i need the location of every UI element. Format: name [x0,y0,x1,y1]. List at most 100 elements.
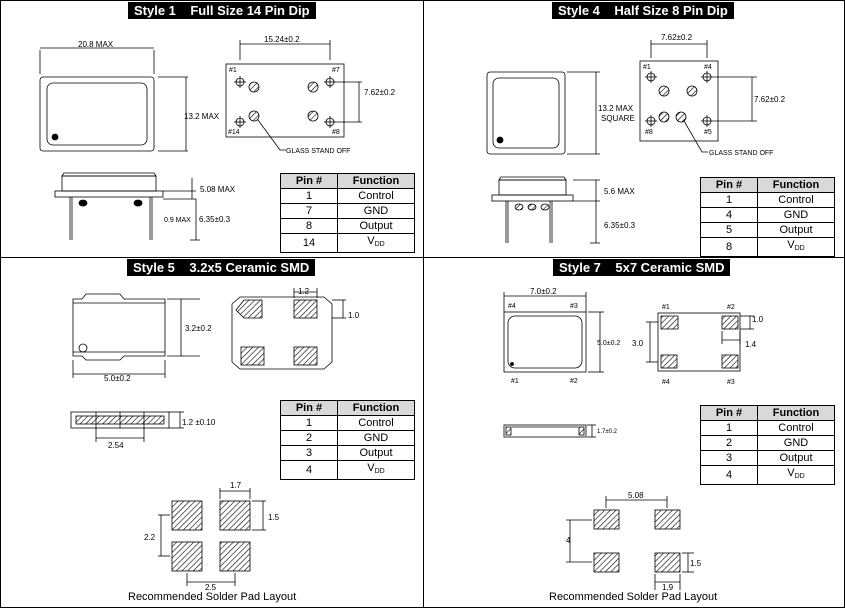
style5-pad-span-v: 2.2 [144,533,156,542]
style5-caption: Recommended Solder Pad Layout [128,591,297,603]
col-pin: Pin # [700,177,758,193]
style1-side-view: 5.08 MAX 0.9 MAX 6.35±0.3 [54,172,236,241]
style7-dim-pad-h: 1.4 [745,340,757,349]
function-cell: GND [757,435,835,451]
style7-pin4-top-label: #4 [508,303,516,310]
style1-top-view: 20.8 MAX 13.2 MAX [39,40,220,152]
function-cell: GND [337,430,415,446]
style5-dim-thick: 1.2 ±0.10 [182,418,216,427]
style7-pad-span-h: 5.08 [628,491,644,500]
table-header-row: Pin #Function [700,177,835,193]
col-pin: Pin # [280,173,338,189]
vdd-label: V [787,467,795,479]
pin-cell: 1 [280,415,338,431]
style5-dim-height: 3.2±0.2 [185,324,212,333]
table-header-row: Pin #Function [280,400,415,416]
style4-dim-pin-span: 7.62±0.2 [661,33,693,42]
style7-dim-thick: 1.7±0.2 [597,429,618,435]
function-cell: VDD [337,460,415,480]
vdd-subscript: DD [794,473,805,480]
style1-dim-standoff: 0.9 MAX [164,217,191,224]
function-cell: VDD [757,237,835,257]
pin-cell: 7 [280,203,338,219]
style1-pin8-label: #8 [332,129,340,136]
style1-panel [0,0,424,258]
style1-dim-pin-span: 15.24±0.2 [264,35,300,44]
style7-solder-pads: 5.08 4 1.5 1.9 [566,491,702,592]
pin-cell: 4 [280,460,338,480]
style7-side-view: 1.7±0.2 [503,424,618,438]
style4-header: Style 4 Half Size 8 Pin Dip [552,2,734,19]
style7-pin2-top-label: #2 [570,378,578,385]
style7-pin3-bottom-label: #3 [727,379,735,386]
style7-bottom-view: #1 #2 #4 #3 3.0 1.0 1.4 [632,304,764,386]
function-cell: Control [337,188,415,204]
style5-pad-span-h: 2.5 [205,583,217,592]
style7-pin1-bottom-label: #1 [662,304,670,311]
pin-cell: 8 [700,237,758,257]
style7-pad-h: 1.5 [690,559,702,568]
style7-dim-pad-span: 3.0 [632,339,644,348]
style7-pad-span-v: 4 [566,536,571,545]
style7-caption: Recommended Solder Pad Layout [549,591,718,603]
style7-header: Style 7 5x7 Ceramic SMD [553,259,731,276]
style5-dim-pad-w: 1.2 [298,287,310,296]
table-header-row: Pin #Function [280,173,415,189]
style1-dim-body-height: 5.08 MAX [200,185,236,194]
function-cell: Output [337,445,415,461]
style4-pin-view: 7.62±0.2 #1 #4 #8 #5 7.62±0.2 GLASS STAN… [639,33,786,157]
style4-pin5-label: #5 [704,129,712,136]
style4-side-view: 5.6 MAX 6.35±0.3 [491,176,636,244]
pin-cell: 5 [700,222,758,238]
col-function: Function [337,173,415,189]
style4-dim-pin-row: 7.62±0.2 [754,95,786,104]
pin-cell: 1 [700,192,758,208]
pin-cell: 14 [280,233,338,253]
style7-pin4-bottom-label: #4 [662,379,670,386]
function-cell: Output [757,222,835,238]
function-cell: Control [757,420,835,436]
style1-pin7-label: #7 [332,67,340,74]
style5-dim-width: 5.0±0.2 [104,374,131,383]
style4-dim-square: 13.2 MAX [598,104,634,113]
style4-top-view: 13.2 MAX SQUARE [486,71,635,155]
style4-dim-lead: 6.35±0.3 [604,221,636,230]
pin-cell: 1 [700,420,758,436]
pin-cell: 2 [700,435,758,451]
function-cell: VDD [337,233,415,253]
pin-cell: 1 [280,188,338,204]
col-pin: Pin # [280,400,338,416]
style5-pad-h: 1.5 [268,513,280,522]
style4-pin1-label: #1 [643,64,651,71]
table-header-row: Pin #Function [700,405,835,421]
pin-cell: 4 [700,207,758,223]
pin-cell: 3 [700,450,758,466]
style5-dim-pitch: 2.54 [108,441,124,450]
style5-header: Style 5 3.2x5 Ceramic SMD [127,259,316,276]
function-cell: VDD [757,465,835,485]
style5-dim-pad-h: 1.0 [348,311,360,320]
col-pin: Pin # [700,405,758,421]
style7-pin1-top-label: #1 [511,378,519,385]
style5-side-view: 2.54 1.2 ±0.10 [70,411,216,450]
style1-dim-pin-row: 7.62±0.2 [364,88,396,97]
function-cell: Output [757,450,835,466]
style7-pad-w: 1.9 [662,583,674,592]
style4-pin8-label: #8 [645,129,653,136]
col-function: Function [337,400,415,416]
style1-pin14-label: #14 [228,129,240,136]
